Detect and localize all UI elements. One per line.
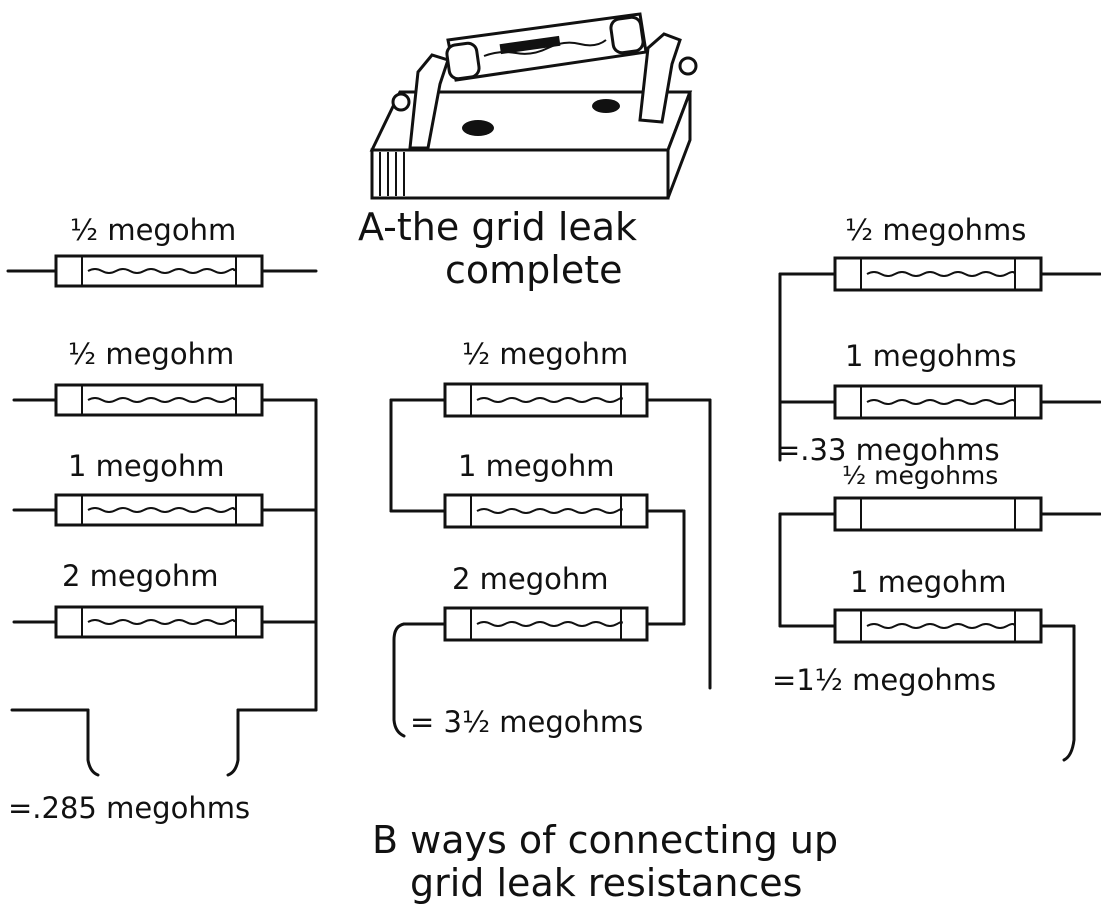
grid-leak-illustration [369,12,698,200]
parallel-label-3: 2 megohm [62,559,219,593]
parallel-label-1: ½ megohm [68,337,234,371]
caption-b-line-1: B ways of connecting up [372,818,838,862]
series-label-3: 2 megohm [452,562,609,596]
series-result: = 3½ megohms [410,705,643,739]
combo-parallel-label-2: 1 megohms [845,339,1017,373]
parallel-label-2: 1 megohm [68,449,225,483]
series-label-2: 1 megohm [458,449,615,483]
parallel-result: =.285 megohms [8,791,250,825]
combo-series-label-1: ½ megohms [842,461,998,490]
series-network: ½ megohm 1 megohm 2 megohm = 3½ megohms [389,337,712,739]
series-label-1: ½ megohm [462,337,628,371]
caption-a-line-2: complete [445,248,623,292]
single-resistor-label: ½ megohm [70,213,236,247]
combo-parallel-result: =.33 megohms [776,433,1000,467]
combo-parallel-label-1: ½ megohms [845,213,1026,247]
combo-series-result: =1½ megohms [772,663,996,697]
combo-series-label-2: 1 megohm [850,565,1007,599]
combined-network: ½ megohms 1 megohms =.33 megohms ½ megoh… [772,213,1101,762]
caption-b-line-2: grid leak resistances [410,861,802,905]
parallel-network: ½ megohm 1 megohm 2 megohm =.285 megohms [8,337,318,825]
caption-a-line-1: A-the grid leak [358,205,637,249]
single-resistor: ½ megohm [6,213,318,288]
